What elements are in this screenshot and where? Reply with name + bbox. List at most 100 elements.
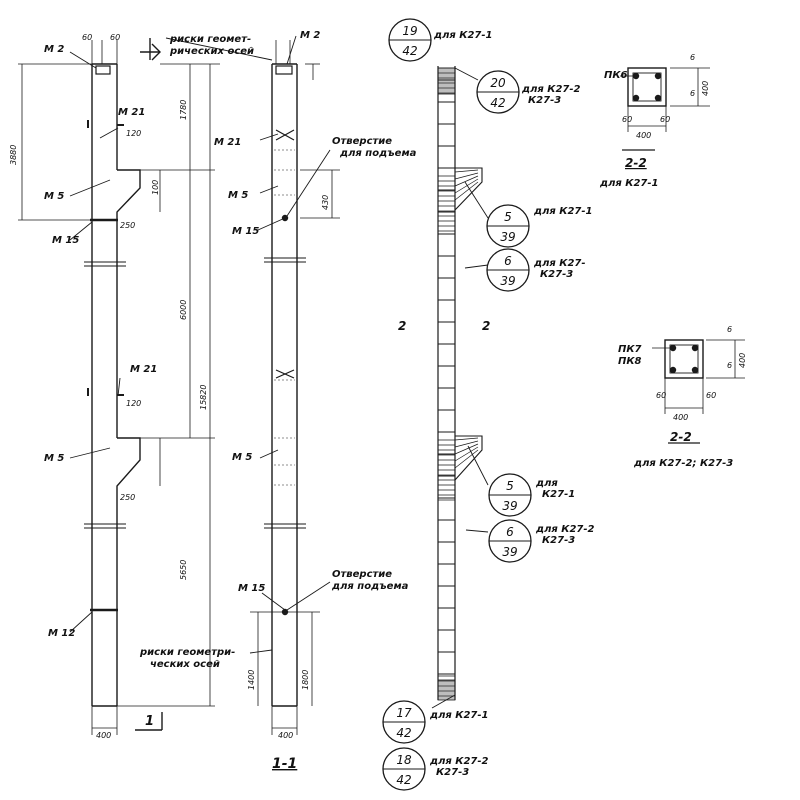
corbel-bar [454, 172, 479, 180]
lift-hole-note-b1: Отверстие [332, 569, 392, 580]
corbel-bar [454, 449, 479, 469]
lift-hole-note-1: Отверстие [332, 136, 392, 147]
callout-note: для К27-1 [533, 206, 593, 217]
section-22-for-a: для К27-1 [599, 178, 659, 189]
leaders-middle [165, 35, 331, 654]
column-section-11 [264, 63, 306, 707]
dim-5650: 5650 [179, 560, 188, 580]
callout-sheet-number: 39 [502, 499, 517, 513]
dim-1400: 1400 [247, 670, 256, 690]
section-arrow-top [140, 38, 161, 61]
section-arrow-bottom [135, 712, 163, 731]
section-22-for-b: для К27-2; К27-3 [633, 458, 733, 469]
callout-note: К27-3 [542, 535, 575, 546]
mark-m15-a: M 15 [52, 235, 79, 246]
callout-sheet-number: 42 [396, 773, 411, 787]
axis-marks-note-2: рических осей [169, 46, 254, 57]
lift-hole-note-b2: для подъема [331, 581, 409, 592]
cage-bottom-mesh [437, 679, 456, 701]
dim-430: 430 [321, 195, 330, 210]
mark-m21-c: M 21 [130, 364, 157, 375]
dim-250-b: 250 [120, 493, 135, 502]
mark-m2-left: M 2 [44, 44, 64, 55]
callout-note: К27-3 [528, 95, 561, 106]
dim-400-b: 400 [278, 731, 293, 740]
callout-detail-number: 20 [490, 76, 506, 90]
leaders-left [69, 51, 121, 633]
callout-note: К27-3 [436, 767, 469, 778]
corbel-bar [454, 446, 479, 462]
dim-6-a: 6 [690, 53, 695, 62]
dim-120-a: 120 [126, 129, 141, 138]
dim-6000: 6000 [179, 300, 188, 320]
dim-400-e: 400 [673, 413, 688, 422]
corbel-bar [454, 175, 479, 187]
callout-detail-number: 19 [402, 24, 417, 38]
mark-m12: M 12 [48, 628, 75, 639]
corbel-bar [454, 169, 479, 173]
axis-marks-note-1: риски геомет- [169, 34, 251, 45]
lift-hole-note-2: для подъема [339, 148, 417, 159]
dim-6-b: 6 [690, 89, 695, 98]
corbel-bar [454, 440, 479, 448]
mark-m21-a: M 21 [118, 107, 145, 118]
column-elevation [84, 63, 141, 707]
pk6-label: ПК6 [604, 70, 628, 81]
elevation-view-label: 1 [145, 714, 154, 729]
dim-15820: 15820 [199, 385, 208, 410]
cage-top-mesh [437, 67, 456, 95]
corbel-bar [454, 443, 479, 455]
dim-1800: 1800 [301, 670, 310, 690]
section-22-sketch-b [652, 339, 745, 444]
callout-note: для К27- [533, 258, 586, 269]
callout-sheet-number: 42 [396, 726, 411, 740]
corbel-bar [454, 181, 479, 201]
dim-60-c: 60 [622, 115, 632, 124]
axis-marks-note-b1: риски геометри- [139, 647, 235, 658]
mark-m5-b: M 5 [228, 190, 248, 201]
dim-6-d: 6 [727, 361, 732, 370]
section-22-label-b: 2-2 [670, 430, 692, 444]
mark-m5-c: M 5 [44, 453, 64, 464]
dim-60-a: 60 [82, 33, 92, 42]
callout-leaders [431, 67, 489, 709]
mark-m15-c: M 15 [238, 583, 265, 594]
callout-detail-number: 5 [506, 479, 514, 493]
cut-label-a: 2 [398, 319, 406, 333]
callout-sheet-number: 39 [502, 545, 517, 559]
dim-100: 100 [151, 180, 160, 195]
axis-marks-note-b2: ческих осей [150, 659, 220, 670]
dim-3880: 3880 [9, 145, 18, 165]
callout-note: для К27-2 [535, 524, 595, 535]
dim-120-b: 120 [126, 399, 141, 408]
callout-sheet-number: 39 [500, 274, 515, 288]
callout-sheet-number: 39 [500, 230, 515, 244]
callout-detail-number: 17 [396, 706, 412, 720]
mark-m15-b: M 15 [232, 226, 259, 237]
callout-note: для [535, 478, 558, 489]
callout-detail-number: 6 [504, 254, 512, 268]
dim-400-d: 400 [701, 81, 710, 96]
dim-250-a: 250 [120, 221, 135, 230]
corbel-bar [454, 437, 479, 441]
labels: M 2 M 2 M 21 M 21 M 21 M 5 M 5 M 5 M 5 M… [9, 30, 747, 772]
mark-m21-b: M 21 [214, 137, 241, 148]
dim-6-c: 6 [727, 325, 732, 334]
corbel-cage [454, 167, 483, 211]
callout-sheet-number: 42 [490, 96, 505, 110]
callout-note: для К27-1 [433, 30, 493, 41]
dim-400-f: 400 [738, 353, 747, 368]
callout-sheet-number: 42 [402, 44, 417, 58]
dim-400-c: 400 [636, 131, 651, 140]
mark-m5-a: M 5 [44, 191, 64, 202]
pk7-label: ПК7 [618, 344, 642, 355]
elevation-dimensions [18, 40, 220, 735]
corbel-bar [454, 178, 479, 194]
